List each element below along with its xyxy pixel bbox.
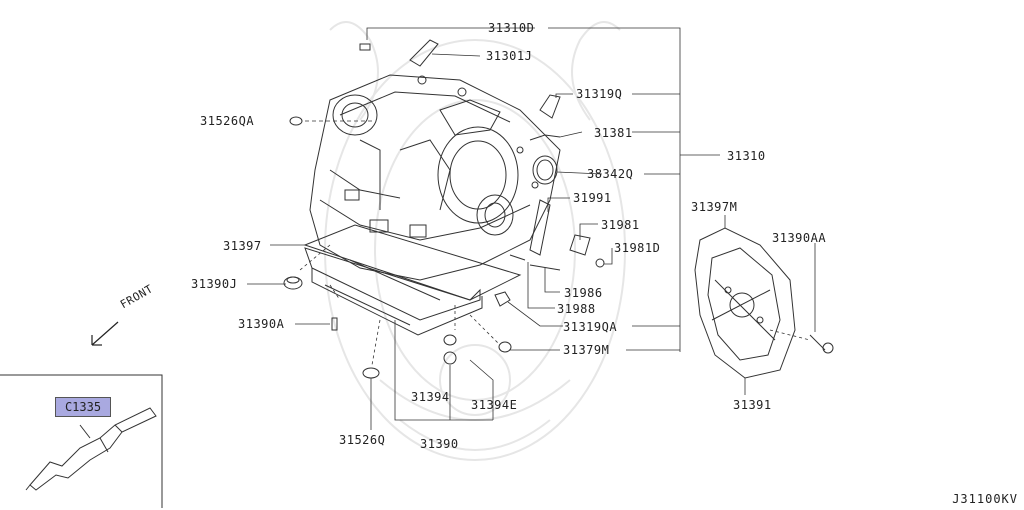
part-label-31319qa: 31319QA	[563, 320, 618, 334]
part-label-31394e: 31394E	[471, 398, 518, 412]
part-label-31526q: 31526Q	[339, 433, 386, 447]
part-label-31390: 31390	[420, 437, 459, 451]
part-label-31301j: 31301J	[486, 49, 533, 63]
part-label-31319q: 31319Q	[576, 87, 623, 101]
part-label-31991: 31991	[573, 191, 612, 205]
side-cover	[694, 227, 796, 379]
leader-lines	[247, 27, 816, 430]
part-label-31310: 31310	[727, 149, 766, 163]
part-label-38342q: 38342Q	[587, 167, 634, 181]
part-label-31988: 31988	[557, 302, 596, 316]
part-label-31986: 31986	[564, 286, 603, 300]
part-label-31390j: 31390J	[191, 277, 238, 291]
small-parts	[283, 39, 834, 379]
part-label-31381: 31381	[594, 126, 633, 140]
sealant-inset	[0, 374, 163, 508]
sealant-code-badge: C1335	[55, 397, 111, 417]
part-label-31390aa: 31390AA	[772, 231, 827, 245]
part-label-31981d: 31981D	[614, 241, 661, 255]
part-label-31310d: 31310D	[488, 21, 535, 35]
part-label-31391: 31391	[733, 398, 772, 412]
part-label-31981: 31981	[601, 218, 640, 232]
oil-pan	[303, 224, 522, 336]
front-arrow-icon	[91, 321, 119, 346]
part-label-31379m: 31379M	[563, 343, 610, 357]
part-label-31526qa: 31526QA	[200, 114, 255, 128]
part-label-31397m: 31397M	[691, 200, 738, 214]
drawing-code: J31100KV	[952, 492, 1018, 506]
transmission-case	[309, 74, 561, 281]
part-label-31394: 31394	[411, 390, 450, 404]
part-label-31390a: 31390A	[238, 317, 285, 331]
part-label-31397: 31397	[223, 239, 262, 253]
